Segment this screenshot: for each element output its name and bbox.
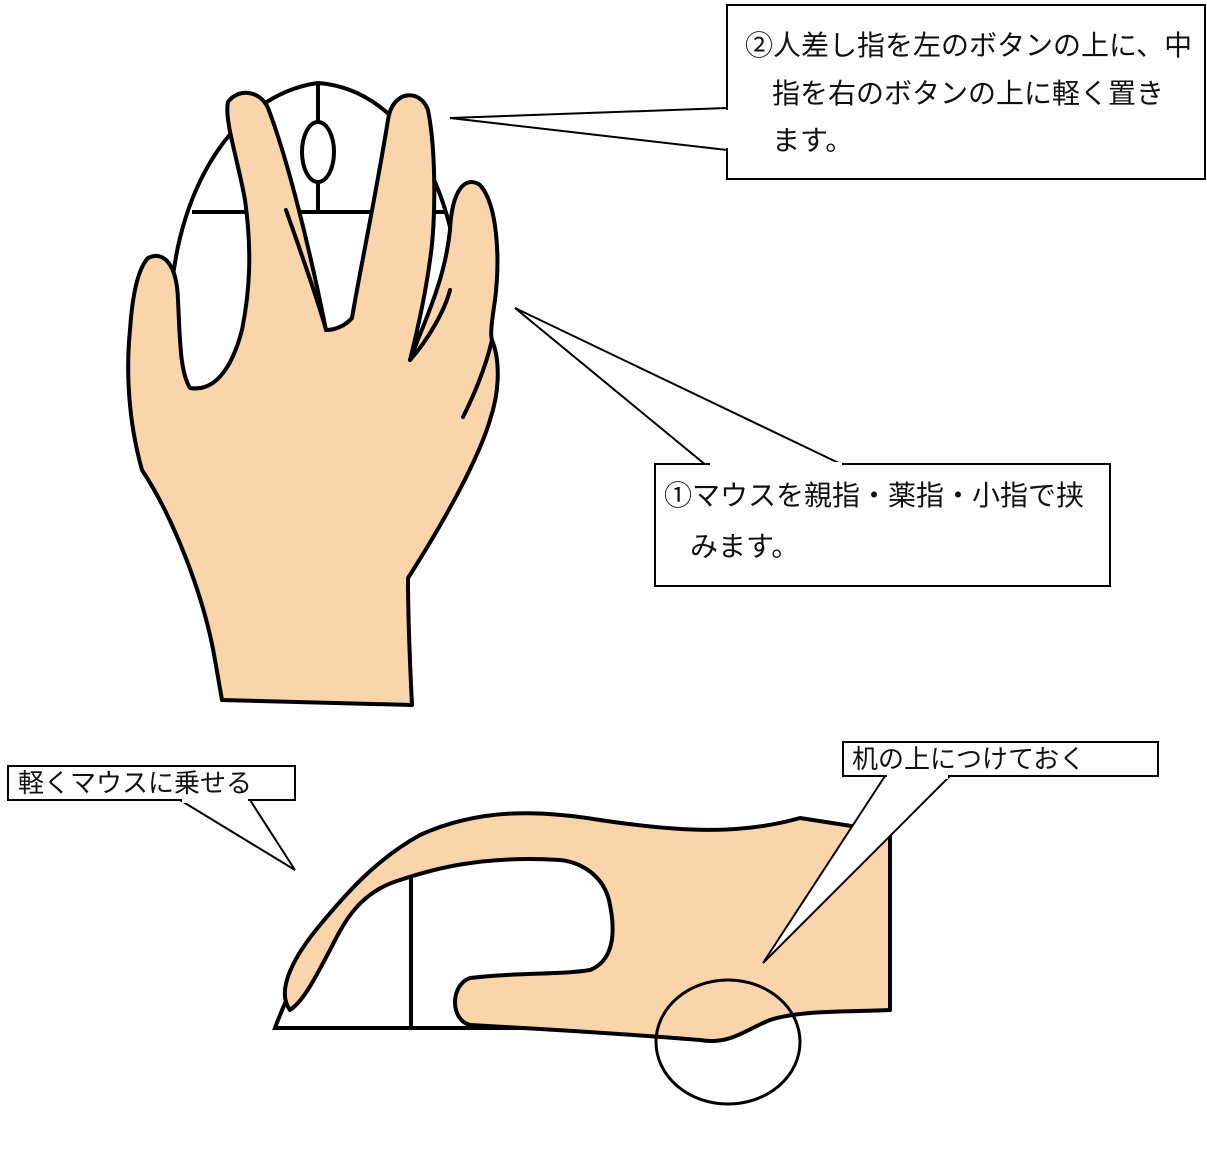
callout-pointer (176, 799, 296, 871)
callout-rest-on-mouse: 軽くマウスに乗せる (7, 765, 296, 871)
top-view-illustration: ②人差し指を左のボタンの上に、中 指を右のボタンの上に軽く置き ます。 ①マウス… (126, 4, 1206, 707)
hand-palm-and-fingers (126, 91, 500, 707)
callout-line: みます。 (690, 530, 799, 563)
callout-text: 軽くマウスに乗せる (18, 769, 252, 799)
index-finger-edge (284, 208, 328, 332)
scroll-wheel (300, 120, 336, 184)
hand-side-view (282, 811, 892, 1043)
callout-text: ①マウスを親指・薬指・小指で挟 みます。 (664, 479, 1093, 563)
callout-box (7, 765, 296, 801)
callout-box (726, 4, 1206, 180)
callout-text: ②人差し指を左のボタンの上に、中 指を右のボタンの上に軽く置き ます。 (745, 29, 1201, 157)
hand-top-view (126, 91, 500, 707)
desk-contact-circle (654, 978, 802, 1106)
callout-line: 指を右のボタンの上に軽く置き (772, 77, 1164, 110)
callout-line: ①マウスを親指・薬指・小指で挟 (664, 479, 1084, 512)
callout-box (842, 741, 1159, 777)
callout-on-desk: 机の上につけておく (762, 741, 1159, 964)
callout-thumb-ring-pinky: ①マウスを親指・薬指・小指で挟 みます。 (514, 307, 1111, 587)
ring-finger-edge (408, 288, 452, 362)
callout-pointer (449, 106, 728, 152)
callout-text: 机の上につけておく (852, 745, 1085, 775)
callout-line: ②人差し指を左のボタンの上に、中 (745, 29, 1192, 62)
side-view-illustration: 軽くマウスに乗せる 机の上につけておく (7, 741, 1159, 1106)
callout-box (654, 463, 1111, 587)
hand-side-body (282, 811, 892, 1043)
callout-pointer (514, 307, 846, 467)
pinky-crease (461, 338, 494, 419)
callout-line: ます。 (772, 124, 853, 157)
callout-fingers-on-buttons: ②人差し指を左のボタンの上に、中 指を右のボタンの上に軽く置き ます。 (449, 4, 1206, 180)
